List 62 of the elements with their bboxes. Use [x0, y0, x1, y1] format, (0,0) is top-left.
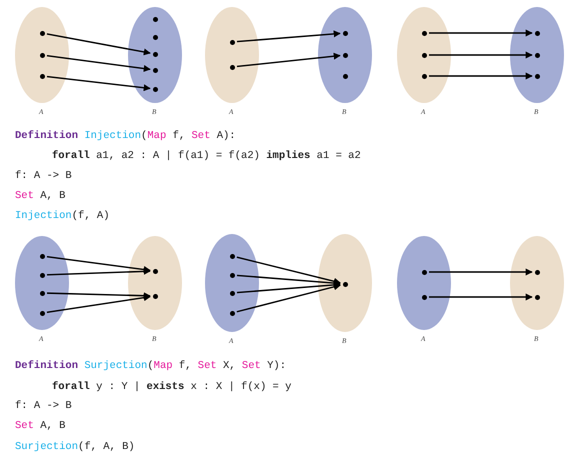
element-dot [230, 290, 234, 296]
element-dot [152, 268, 158, 274]
code-line: forall y : Y | exists x : X | f(x) = y [52, 380, 292, 394]
arrow [46, 268, 151, 276]
element-dot [152, 86, 158, 92]
element-dot [152, 294, 158, 298]
element-dot [342, 74, 348, 78]
code-line: Definition Surjection(Map f, Set X, Set Y): [15, 359, 286, 373]
element-dot [40, 254, 44, 258]
element-dot [422, 270, 426, 274]
element-dot [422, 52, 426, 58]
element-dot [40, 30, 44, 36]
arrow [236, 30, 341, 42]
code-line: f: A -> B [15, 169, 72, 183]
arrow [429, 294, 533, 300]
arrow [236, 256, 341, 285]
code-line: forall a1, a2 : A | f(a1) = f(a2) implies a1 = a2 [52, 149, 361, 163]
arrow [236, 52, 341, 68]
element-dot [40, 310, 44, 316]
element-dot [534, 74, 540, 78]
element-dot [534, 270, 540, 274]
arrow [429, 52, 533, 58]
element-dot [422, 30, 426, 36]
element-dot [342, 30, 348, 36]
code-line: Definition Injection(Map f, Set A): [15, 129, 236, 143]
arrow [429, 72, 533, 80]
element-dot [230, 254, 234, 258]
arrow [236, 281, 341, 294]
code-line: f: A -> B [15, 399, 72, 413]
element-dot [422, 294, 426, 300]
element-dot [534, 294, 540, 300]
arrow [429, 30, 533, 36]
element-dot [534, 30, 540, 36]
element-dot [534, 52, 540, 58]
element-dot [230, 40, 234, 44]
code-line: Injection(f, A) [15, 209, 110, 223]
element-dot [40, 272, 44, 278]
arrow [46, 54, 151, 72]
element-dot [230, 272, 234, 278]
element-dot [40, 290, 44, 296]
element-dot [40, 74, 44, 78]
element-dot [230, 310, 234, 316]
element-dot [40, 52, 44, 58]
element-dot [422, 74, 426, 78]
code-line: Set A, B [15, 189, 66, 203]
code-line: Set A, B [15, 419, 66, 433]
element-dot [152, 16, 158, 22]
arrow [46, 256, 151, 273]
arrow [429, 268, 533, 276]
arrow [236, 283, 341, 312]
element-dot [342, 52, 348, 58]
arrow [46, 76, 151, 92]
element-dot [152, 68, 158, 72]
element-dot [342, 282, 348, 286]
element-dot [230, 64, 234, 70]
arrow [46, 33, 151, 56]
arrow [236, 274, 341, 287]
element-dot [152, 52, 158, 56]
element-dot [152, 34, 158, 40]
arrow [46, 292, 151, 300]
code-line: Surjection(f, A, B) [15, 440, 135, 454]
arrow [46, 294, 151, 313]
